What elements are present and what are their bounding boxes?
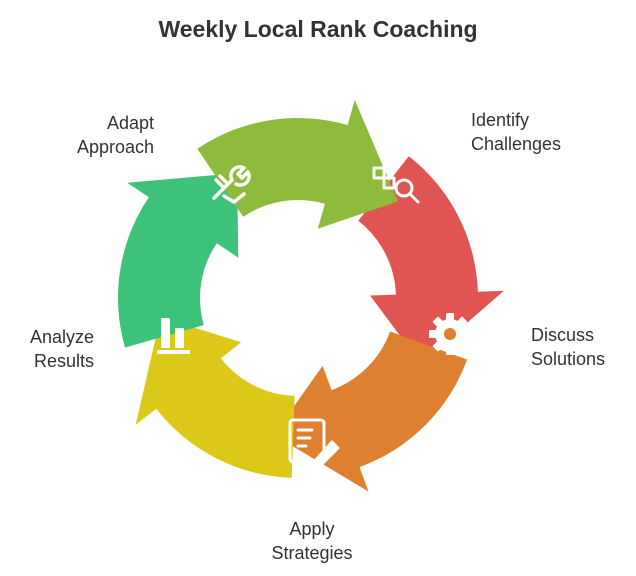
bar-chart-icon	[157, 318, 190, 354]
tools-icon	[212, 165, 251, 204]
segment-adapt-approach	[197, 100, 398, 229]
gear-icon	[429, 313, 471, 355]
step-label-discuss-solutions: Discuss Solutions	[531, 325, 606, 369]
segment-apply-strategies	[135, 317, 295, 478]
document-edit-icon	[288, 418, 340, 468]
segment-analyze-results	[118, 173, 239, 348]
search-document-icon	[372, 156, 420, 204]
diagram-title: Weekly Local Rank Coaching	[158, 16, 478, 42]
step-label-identify-challenges: Identify Challenges	[471, 110, 562, 154]
step-label-analyze-results: Analyze Results	[29, 327, 94, 371]
segment-discuss-solutions	[273, 331, 468, 492]
step-label-adapt-approach: Adapt Approach	[76, 113, 154, 157]
step-label-apply-strategies: Apply Strategies	[271, 519, 353, 563]
segment-identify-challenges	[358, 156, 504, 364]
